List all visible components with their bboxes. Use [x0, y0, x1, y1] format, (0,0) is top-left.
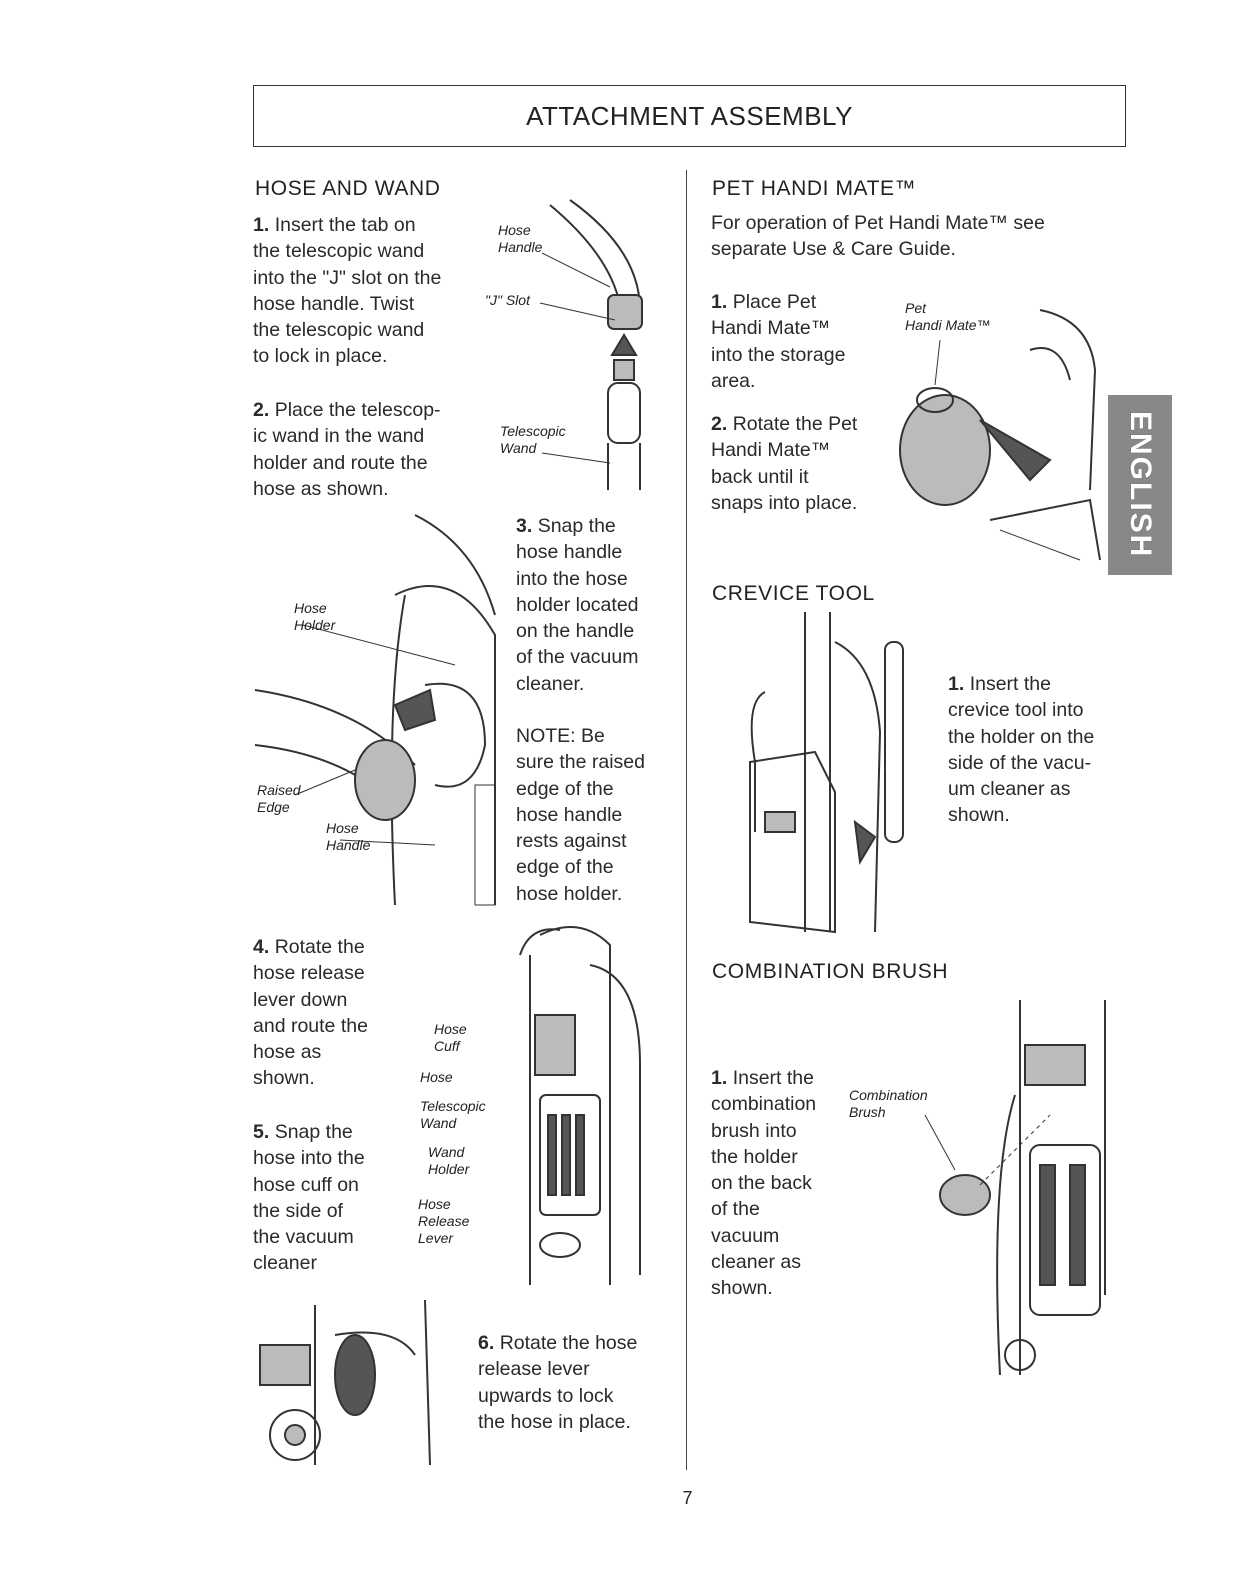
note-text: Be sure the raised edge of the hose hand… — [516, 725, 645, 905]
step-6-number: 6. — [478, 1332, 495, 1354]
step-3: 3. Snap the hose handle into the hose ho… — [516, 513, 686, 697]
label-telescopic-wand: Telescopic Wand — [500, 423, 566, 456]
pet-step-2-number: 2. — [711, 413, 728, 435]
step-2-text: Place the telescop- ic wand in the wand … — [253, 399, 441, 500]
crevice-step-1-number: 1. — [948, 673, 965, 695]
label-hose: Hose — [420, 1069, 453, 1085]
label-wand-holder: Wand Holder — [428, 1144, 470, 1177]
step-5-number: 5. — [253, 1121, 270, 1143]
combination-step-1-text: Insert the combination brush into the ho… — [711, 1067, 817, 1300]
step-6-text: Rotate the hose release lever upwards to… — [478, 1332, 638, 1433]
step-4-text: Rotate the hose release lever down and r… — [253, 936, 368, 1090]
note: NOTE: Be sure the raised edge of the hos… — [516, 723, 686, 907]
label-hose-handle-2: Hose Handle — [326, 820, 371, 853]
column-divider — [686, 170, 687, 1470]
pet-handi-mate-heading: PET HANDI MATE™ — [712, 177, 917, 200]
label-hose-holder: Hose Holder — [294, 600, 336, 633]
label-telescopic-wand-2: Telescopic Wand — [420, 1098, 486, 1131]
page-number: 7 — [682, 1488, 693, 1508]
pet-step-2: 2. Rotate the Pet Handi Mate™ back until… — [711, 411, 891, 516]
language-tab-english: ENGLISH — [1108, 395, 1172, 575]
step-6: 6. Rotate the hose release lever upwards… — [478, 1330, 683, 1435]
crevice-tool-illustration — [749, 612, 904, 934]
step-3-number: 3. — [516, 515, 533, 537]
label-hose-release-lever: Hose Release Lever — [418, 1196, 470, 1246]
step-2: 2. Place the telescop- ic wand in the wa… — [253, 397, 483, 502]
pet-step-1-text: Place Pet Handi Mate™ into the storage a… — [711, 291, 846, 392]
pet-handi-mate-illustration — [899, 309, 1101, 561]
pet-handi-mate-intro: For operation of Pet Handi Mate™ see sep… — [711, 212, 1045, 261]
combination-brush-heading: COMBINATION BRUSH — [712, 960, 949, 983]
step-1: 1. Insert the tab on the telescopic wand… — [253, 212, 483, 370]
pet-step-1: 1. Place Pet Handi Mate™ into the storag… — [711, 289, 891, 394]
vacuum-hose-routing-illustration — [519, 926, 641, 1285]
step-1-text: Insert the tab on the telescopic wand in… — [253, 214, 442, 368]
step-3-text: Snap the hose handle into the hose holde… — [516, 515, 639, 695]
hose-holder-illustration — [254, 514, 496, 906]
crevice-step-1-text: Insert the crevice tool into the holder … — [948, 673, 1095, 827]
language-tab-label: ENGLISH — [1124, 411, 1157, 559]
label-combination-brush: Combination Brush — [849, 1087, 928, 1120]
label-raised-edge: Raised Edge — [257, 782, 301, 815]
step-5: 5. Snap the hose into the hose cuff on t… — [253, 1119, 413, 1277]
crevice-tool-heading: CREVICE TOOL — [712, 582, 875, 605]
step-1-number: 1. — [253, 214, 270, 236]
label-hose-cuff: Hose Cuff — [434, 1021, 467, 1054]
step-2-number: 2. — [253, 399, 270, 421]
crevice-step-1: 1. Insert the crevice tool into the hold… — [948, 671, 1123, 829]
combination-step-1-number: 1. — [711, 1067, 728, 1089]
step-4-number: 4. — [253, 936, 270, 958]
combination-step-1: 1. Insert the combination brush into the… — [711, 1065, 851, 1302]
page-title: ATTACHMENT ASSEMBLY — [253, 85, 1126, 147]
label-pet-handi-mate: Pet Handi Mate™ — [905, 300, 991, 333]
label-j-slot: "J" Slot — [485, 292, 530, 308]
note-label: NOTE: — [516, 725, 576, 747]
label-hose-handle: Hose Handle — [498, 222, 543, 255]
hose-handle-illustration — [539, 199, 643, 490]
step-5-text: Snap the hose into the hose cuff on the … — [253, 1121, 365, 1275]
pet-step-2-text: Rotate the Pet Handi Mate™ back until it… — [711, 413, 858, 514]
hose-release-lever-illustration — [259, 1299, 431, 1466]
combination-brush-illustration — [924, 1000, 1106, 1376]
step-4: 4. Rotate the hose release lever down an… — [253, 934, 413, 1092]
hose-and-wand-heading: HOSE AND WAND — [255, 177, 441, 200]
pet-step-1-number: 1. — [711, 291, 728, 313]
